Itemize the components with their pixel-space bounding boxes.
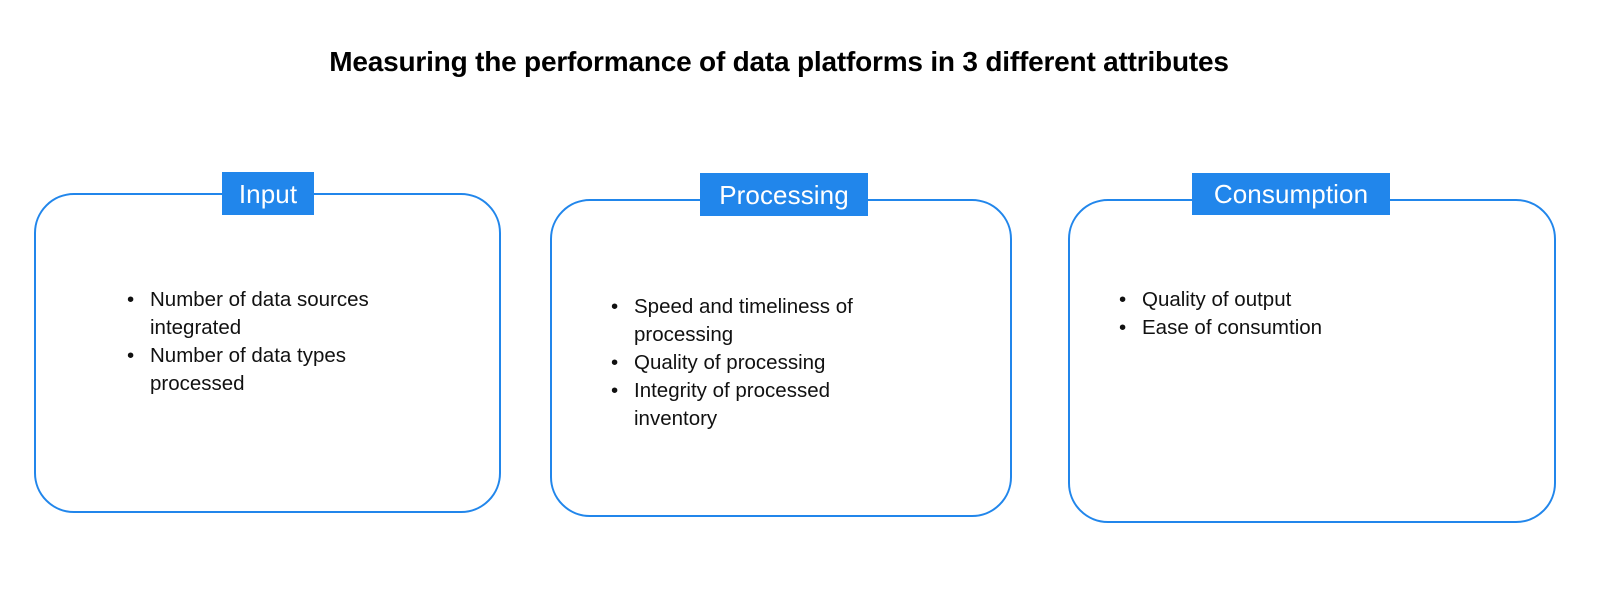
bullet-icon: • <box>1119 288 1127 311</box>
panel-processing-bullet-list: • Speed and timeliness of processing • Q… <box>609 293 909 433</box>
list-item: • Quality of output <box>1117 286 1447 314</box>
panel-consumption-badge-label: Consumption <box>1213 179 1369 209</box>
list-item: • Number of data types processed <box>125 342 415 398</box>
panel-processing-badge: Processing <box>700 173 868 216</box>
list-item-label: Integrity of processed inventory <box>634 379 830 430</box>
bullet-icon: • <box>611 379 619 402</box>
list-item: • Integrity of processed inventory <box>609 377 909 433</box>
panel-input-bullet-list: • Number of data sources integrated • Nu… <box>125 286 415 398</box>
list-item-label: Quality of processing <box>634 351 826 374</box>
list-item-label: Ease of consumtion <box>1142 316 1323 339</box>
panel-input-badge-label: Input <box>238 178 298 209</box>
list-item-label: Number of data sources integrated <box>150 288 369 339</box>
panel-input-badge: Input <box>222 172 314 215</box>
bullet-icon: • <box>127 344 135 367</box>
list-item-label: Speed and timeliness of processing <box>634 295 853 346</box>
list-item-label: Number of data types processed <box>150 344 346 395</box>
panel-processing-badge-label: Processing <box>719 179 849 210</box>
list-item: • Ease of consumtion <box>1117 314 1447 342</box>
list-item: • Number of data sources integrated <box>125 286 415 342</box>
panel-consumption-bullet-list: • Quality of output • Ease of consumtion <box>1117 286 1447 342</box>
page-title: Measuring the performance of data platfo… <box>329 46 1229 77</box>
list-item: • Speed and timeliness of processing <box>609 293 909 349</box>
list-item-label: Quality of output <box>1142 288 1292 311</box>
bullet-icon: • <box>611 351 619 374</box>
panel-consumption-badge: Consumption <box>1192 173 1390 215</box>
bullet-icon: • <box>1119 316 1127 339</box>
bullet-icon: • <box>611 295 619 318</box>
list-item: • Quality of processing <box>609 349 909 377</box>
panel-consumption <box>1068 199 1556 523</box>
bullet-icon: • <box>127 288 135 311</box>
